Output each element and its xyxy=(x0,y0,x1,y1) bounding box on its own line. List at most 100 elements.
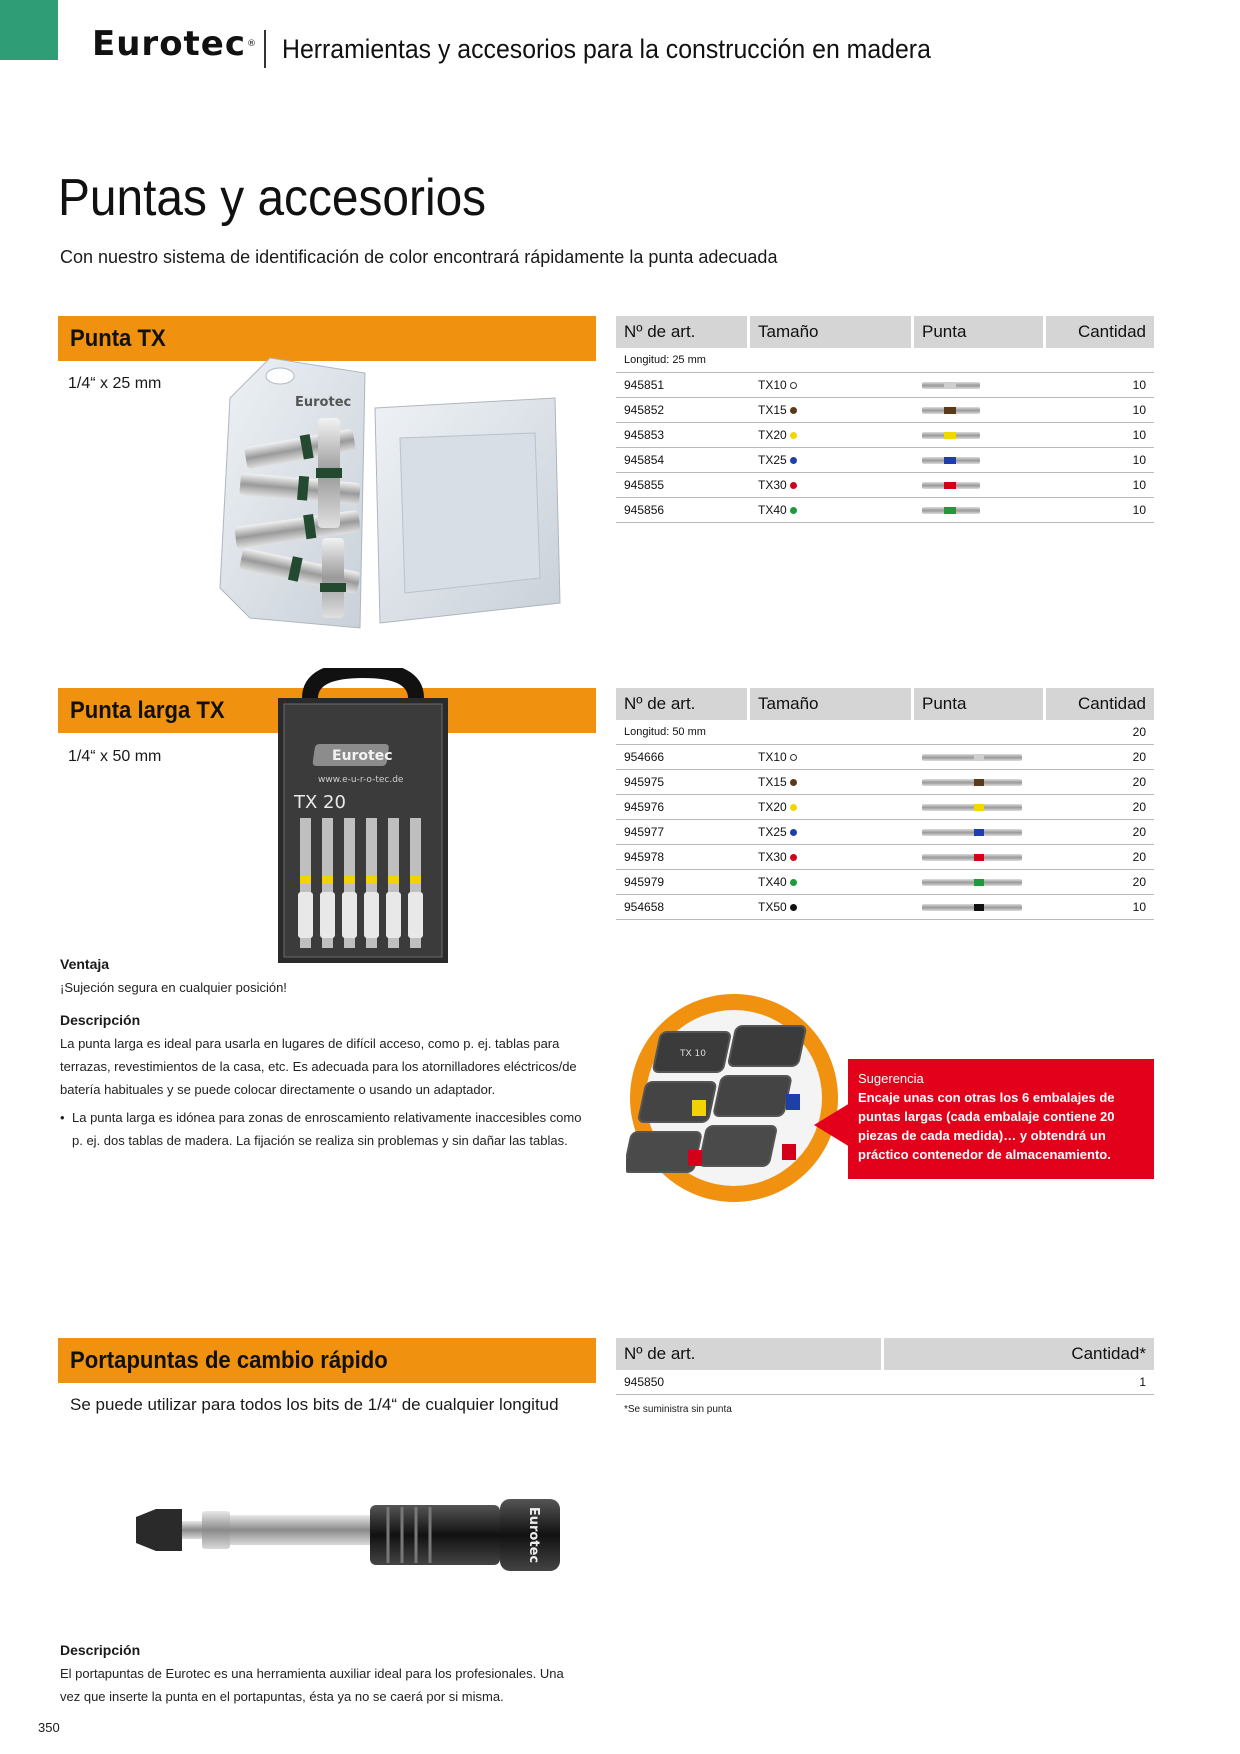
bit-image xyxy=(922,407,980,415)
size-label: TX15 xyxy=(758,403,787,417)
art-number: 945856 xyxy=(616,498,750,523)
bit-image xyxy=(922,754,1022,762)
bit-image xyxy=(922,804,1022,812)
bit-image xyxy=(922,457,980,465)
bit-image xyxy=(922,779,1022,787)
quantity: 1 xyxy=(884,1370,1154,1395)
size-cell: TX40 xyxy=(750,498,914,523)
size-label: TX20 xyxy=(758,428,787,442)
tip-cell xyxy=(914,448,1046,473)
quantity: 10 xyxy=(1046,448,1154,473)
color-dot xyxy=(789,482,797,490)
portapuntas-table: Nº de art. Cantidad* 945850 1 xyxy=(616,1338,1154,1395)
art-number: 945975 xyxy=(616,770,750,795)
art-number: 945853 xyxy=(616,423,750,448)
col-header-tip: Punta xyxy=(914,688,1046,720)
bit-color-band xyxy=(944,382,956,390)
quantity: 10 xyxy=(1046,498,1154,523)
descripcion-heading: Descripción xyxy=(60,1012,141,1028)
col-header-size: Tamaño xyxy=(750,688,914,720)
bit-image xyxy=(922,507,980,515)
size-label: TX40 xyxy=(758,503,787,517)
size-label: TX10 xyxy=(758,378,787,392)
quantity: 20 xyxy=(1046,870,1154,895)
descripcion-text: La punta larga es ideal para usarla en l… xyxy=(60,1036,577,1097)
section-title-portapuntas: Portapuntas de cambio rápido xyxy=(70,1347,388,1374)
tip-cell xyxy=(914,473,1046,498)
art-number: 945978 xyxy=(616,845,750,870)
page-title: Puntas y accesorios xyxy=(58,169,487,227)
size-label: TX15 xyxy=(758,775,787,789)
hint-text: Encaje unas con otras los 6 embalajes de… xyxy=(858,1090,1115,1162)
color-dot xyxy=(789,754,797,762)
table-row: 945854 TX25 10 xyxy=(616,448,1154,473)
quantity: 20 xyxy=(1046,770,1154,795)
art-number: 945851 xyxy=(616,373,750,398)
size-cell: TX30 xyxy=(750,473,914,498)
bit-color-band xyxy=(944,482,956,490)
punta-larga-table: Nº de art. Tamaño Punta Cantidad Longitu… xyxy=(616,688,1154,920)
color-dot xyxy=(789,407,797,415)
size-cell: TX15 xyxy=(750,398,914,423)
section-bar-punta-tx xyxy=(58,316,596,361)
hint-arrow xyxy=(814,1103,850,1147)
box-logo-text: Eurotec xyxy=(295,395,351,410)
header-divider xyxy=(264,30,266,68)
col-header-art: Nº de art. xyxy=(616,316,750,348)
tip-cell xyxy=(914,845,1046,870)
color-dot xyxy=(789,879,797,887)
col-header-qty: Cantidad xyxy=(1046,316,1154,348)
size-label: TX30 xyxy=(758,850,787,864)
color-dot xyxy=(789,507,797,515)
size-label: TX50 xyxy=(758,900,787,914)
table-row: 945851 TX10 10 xyxy=(616,373,1154,398)
brand-color-tab xyxy=(0,0,58,60)
tip-cell xyxy=(914,770,1046,795)
tip-cell xyxy=(914,795,1046,820)
tip-cell xyxy=(914,498,1046,523)
quantity: 10 xyxy=(1046,423,1154,448)
tip-cell xyxy=(914,895,1046,920)
col-header-tip: Punta xyxy=(914,316,1046,348)
quantity: 10 xyxy=(1046,398,1154,423)
color-dot xyxy=(789,457,797,465)
art-number: 945855 xyxy=(616,473,750,498)
bit-image xyxy=(922,829,1022,837)
size-label: TX25 xyxy=(758,825,787,839)
quantity: 10 xyxy=(1046,473,1154,498)
quantity: 10 xyxy=(1046,373,1154,398)
hint-title: Sugerencia xyxy=(858,1071,924,1086)
quantity: 20 xyxy=(1046,845,1154,870)
bit-image xyxy=(922,382,980,390)
tip-cell xyxy=(914,870,1046,895)
tip-cell xyxy=(914,373,1046,398)
bit-image xyxy=(922,879,1022,887)
table-row: 945853 TX20 10 xyxy=(616,423,1154,448)
section-title-punta-larga: Punta larga TX xyxy=(70,697,225,724)
bullet-item: • La punta larga es idónea para zonas de… xyxy=(60,1106,590,1152)
punta-tx-box-image: Eurotec xyxy=(219,357,561,629)
page-subtitle: Con nuestro sistema de identificación de… xyxy=(60,247,778,267)
art-number: 954666 xyxy=(616,745,750,770)
col-header-qty: Cantidad* xyxy=(884,1338,1154,1370)
color-dot xyxy=(789,432,797,440)
ventaja-text: ¡Sujeción segura en cualquier posición! xyxy=(60,980,287,995)
box-url-text: www.e-u-r-o-tec.de xyxy=(318,775,404,785)
table-row: 945850 1 xyxy=(616,1370,1154,1395)
size-cell: TX30 xyxy=(750,845,914,870)
size-label: TX25 xyxy=(758,453,787,467)
art-number: 945854 xyxy=(616,448,750,473)
size-cell: TX20 xyxy=(750,795,914,820)
portapuntas-footnote: *Se suministra sin punta xyxy=(624,1404,732,1415)
tip-cell xyxy=(914,423,1046,448)
tip-cell xyxy=(914,820,1046,845)
ventaja-heading: Ventaja xyxy=(60,956,110,972)
section-bar-portapuntas xyxy=(58,1338,596,1383)
art-number: 945979 xyxy=(616,870,750,895)
group-label: Longitud: 50 mm xyxy=(616,720,1046,745)
